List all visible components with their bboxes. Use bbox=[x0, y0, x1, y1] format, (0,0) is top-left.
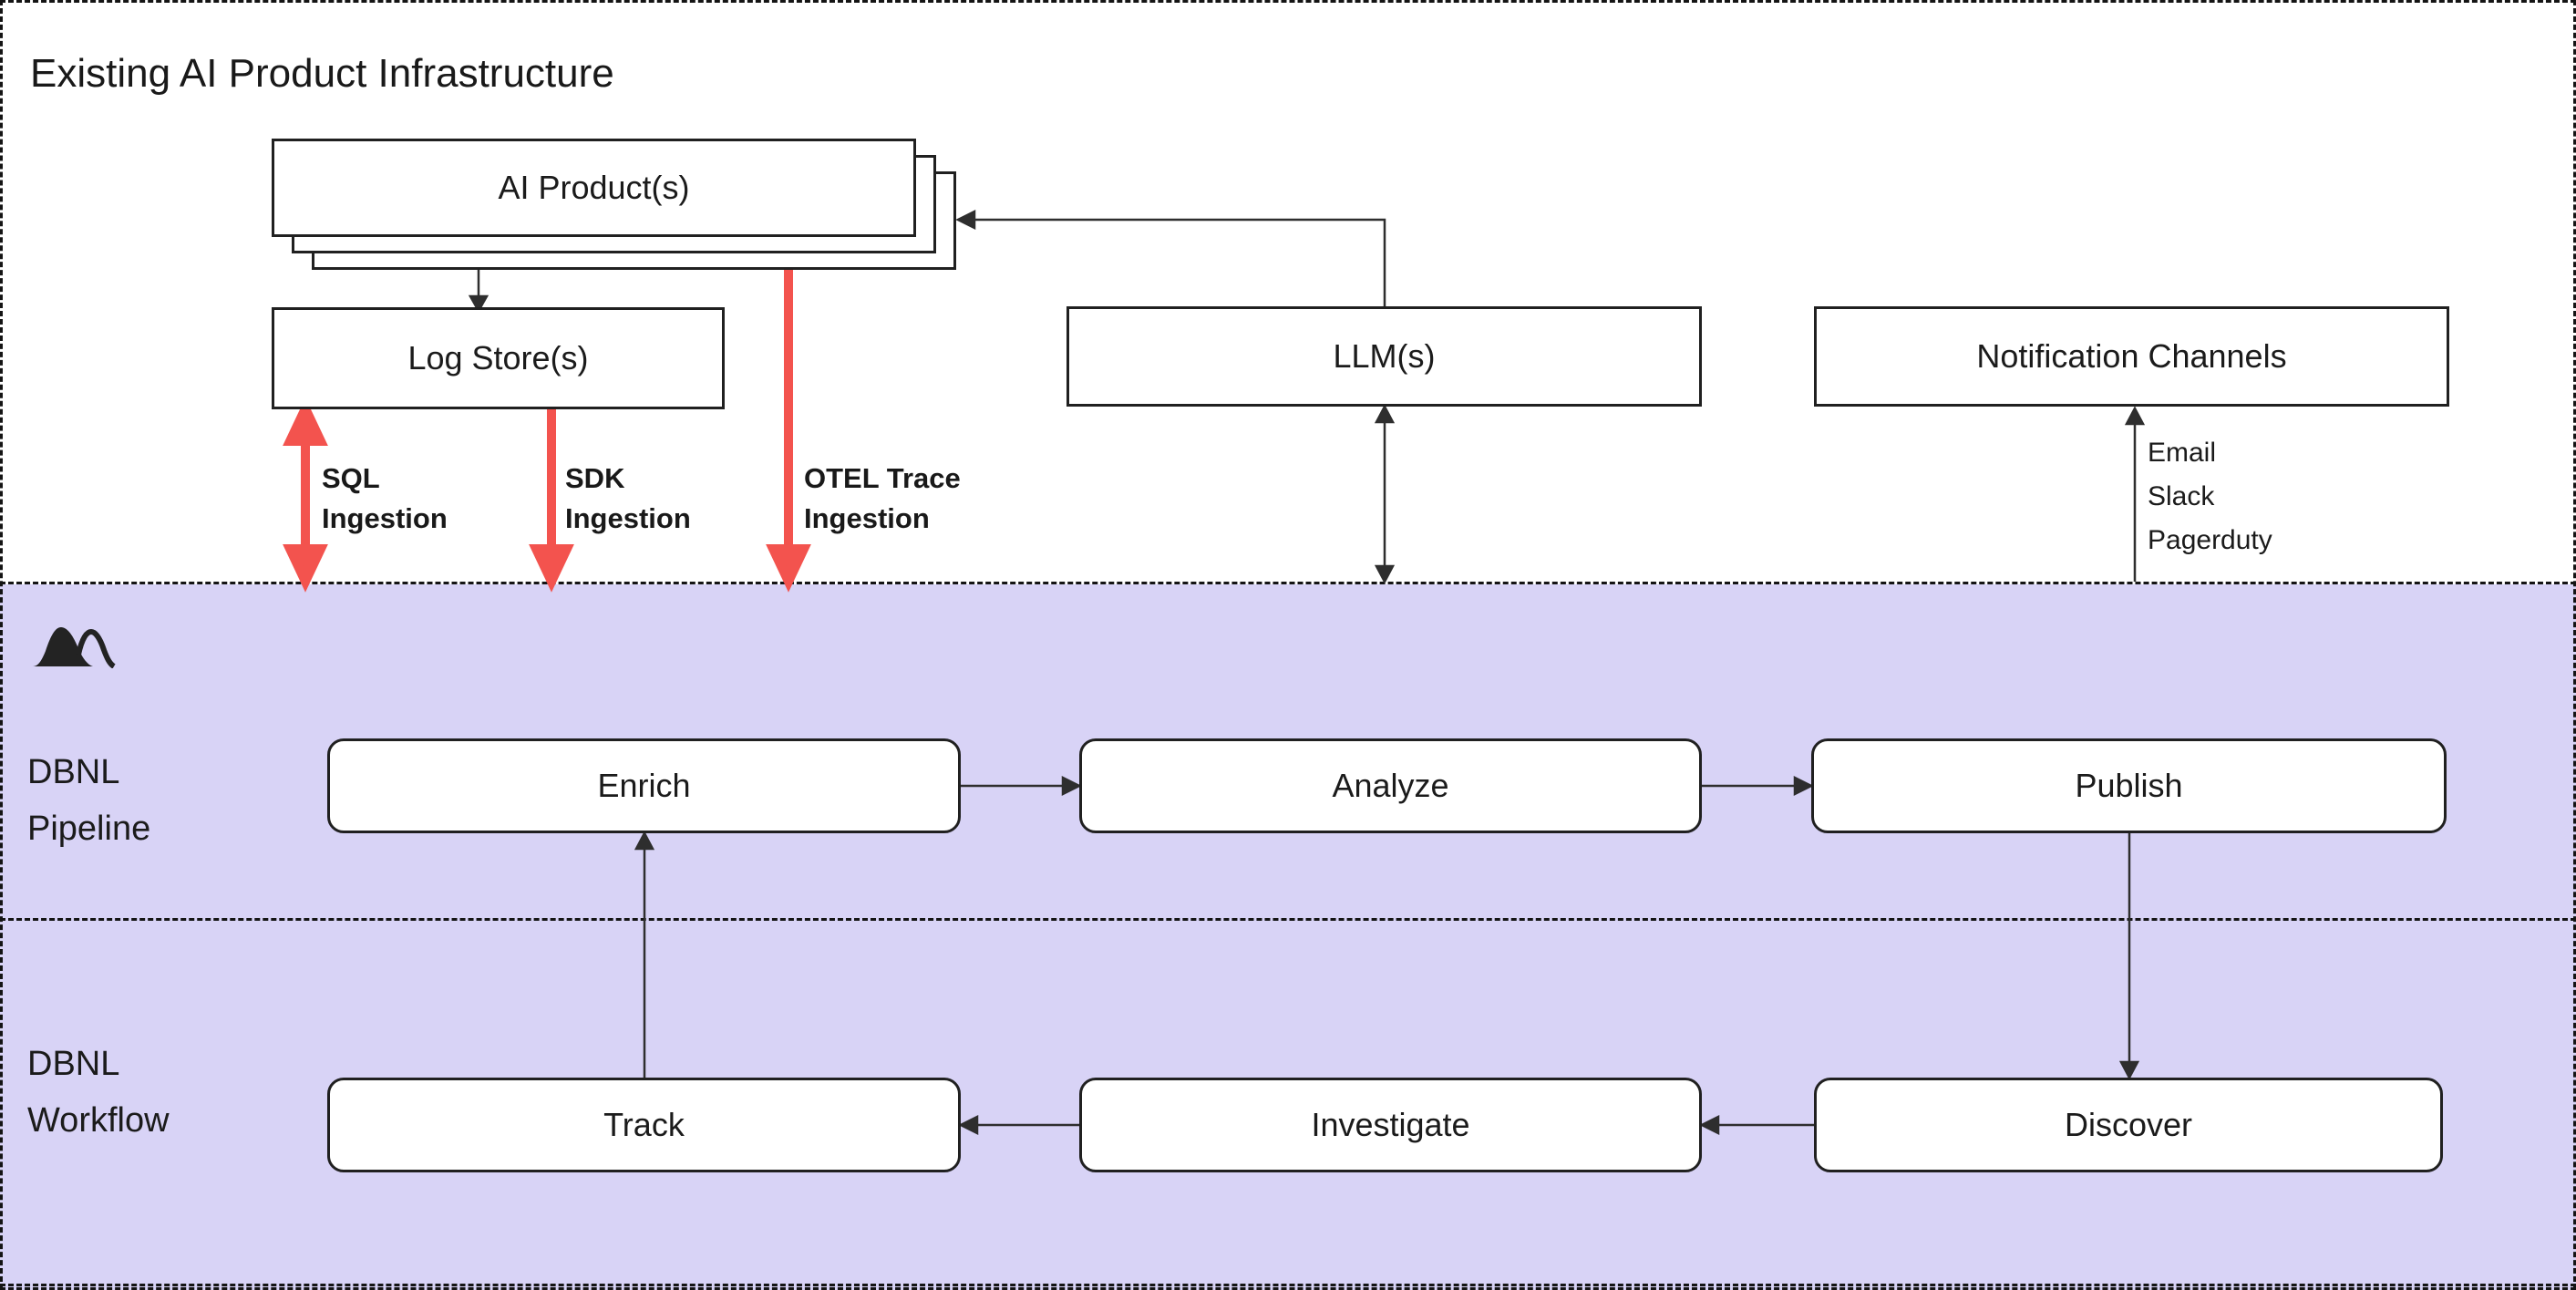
arrow-otel-ingestion bbox=[766, 270, 811, 593]
node-discover: Discover bbox=[1814, 1078, 2443, 1172]
node-publish: Publish bbox=[1811, 738, 2447, 833]
node-log-stores: Log Store(s) bbox=[272, 307, 725, 409]
arrow-sdk-ingestion bbox=[529, 409, 574, 593]
label-sdk-ingestion: SDK Ingestion bbox=[565, 462, 691, 534]
node-log-stores-label: Log Store(s) bbox=[407, 339, 589, 377]
label-sql-ingestion: SQL Ingestion bbox=[322, 462, 448, 534]
node-investigate-label: Investigate bbox=[1311, 1106, 1470, 1143]
arrow-track-to-enrich bbox=[634, 831, 655, 1078]
dbnl-mountain-icon bbox=[33, 627, 116, 668]
label-dbnl-pipeline: DBNL Pipeline bbox=[27, 753, 151, 848]
arrow-llm-to-aiproduct bbox=[955, 209, 1386, 306]
separator-infra-pipeline bbox=[0, 582, 2576, 584]
node-enrich: Enrich bbox=[327, 738, 961, 833]
arrow-discover-to-investigate bbox=[1699, 1114, 1814, 1136]
node-discover-label: Discover bbox=[2064, 1106, 2193, 1143]
arrow-investigate-to-track bbox=[958, 1114, 1079, 1136]
node-enrich-label: Enrich bbox=[597, 767, 691, 804]
node-publish-label: Publish bbox=[2075, 767, 2183, 804]
separator-pipeline-workflow bbox=[0, 918, 2576, 921]
node-notification-channels-label: Notification Channels bbox=[1976, 337, 2287, 375]
node-analyze: Analyze bbox=[1079, 738, 1702, 833]
arrow-dbnl-to-notification bbox=[2124, 406, 2146, 582]
arrow-publish-to-discover bbox=[2118, 833, 2140, 1080]
section-existing-infrastructure bbox=[0, 0, 2576, 584]
separator-workflow-bottom bbox=[0, 1284, 2576, 1286]
arrow-aiproduct-to-logstore bbox=[468, 270, 489, 314]
node-investigate: Investigate bbox=[1079, 1078, 1702, 1172]
node-ai-products: AI Product(s) bbox=[272, 139, 916, 237]
node-track-label: Track bbox=[603, 1106, 685, 1143]
node-analyze-label: Analyze bbox=[1332, 767, 1449, 804]
arrow-sql-ingestion bbox=[283, 397, 328, 593]
node-ai-products-label: AI Product(s) bbox=[498, 169, 690, 206]
label-otel-ingestion: OTEL Trace Ingestion bbox=[804, 462, 961, 534]
label-notification-channel-list: Email Slack Pagerduty bbox=[2148, 438, 2272, 555]
arrow-llm-dbnl-bidirectional bbox=[1374, 404, 1396, 584]
label-dbnl-workflow: DBNL Workflow bbox=[27, 1045, 170, 1140]
arrow-analyze-to-publish bbox=[1702, 775, 1814, 797]
arrow-enrich-to-analyze bbox=[961, 775, 1082, 797]
node-notification-channels: Notification Channels bbox=[1814, 306, 2449, 407]
node-llms-label: LLM(s) bbox=[1333, 337, 1436, 375]
node-llms: LLM(s) bbox=[1066, 306, 1702, 407]
section-title-existing-infrastructure: Existing AI Product Infrastructure bbox=[30, 51, 614, 96]
node-track: Track bbox=[327, 1078, 961, 1172]
